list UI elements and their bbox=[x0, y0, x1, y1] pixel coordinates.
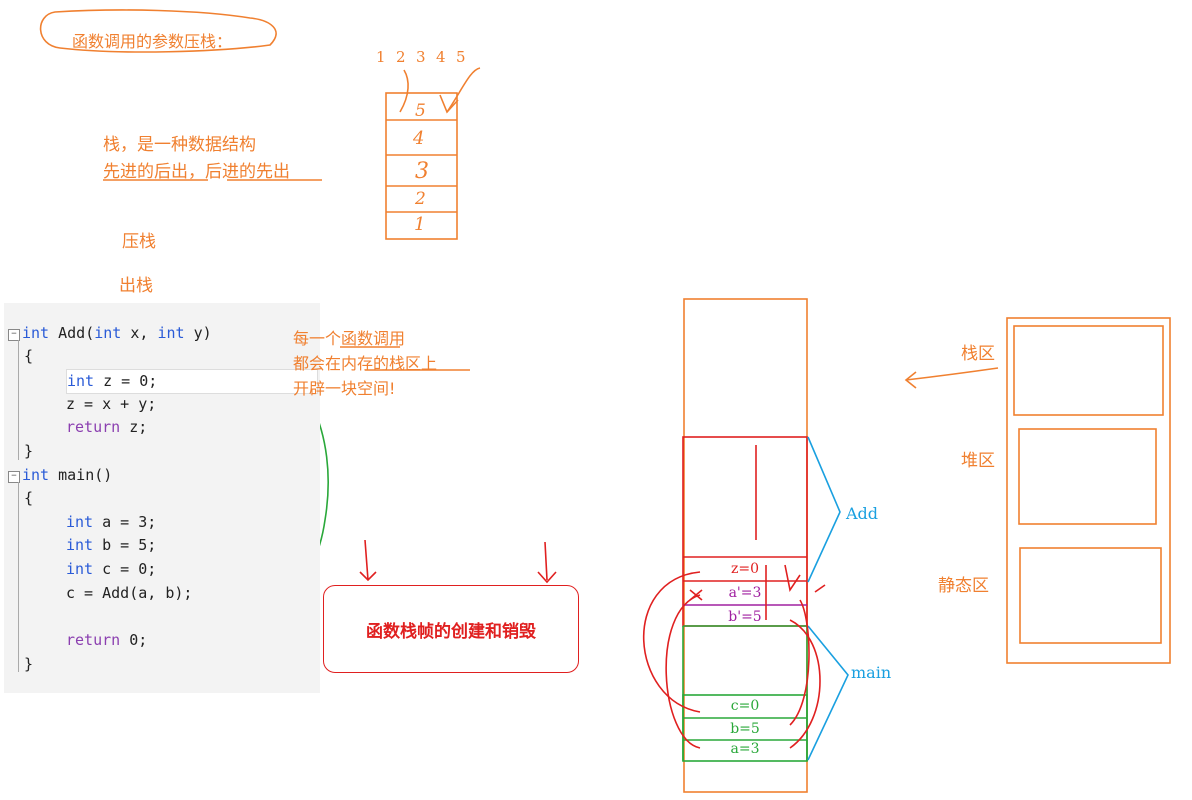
frame-label-add: Add bbox=[846, 504, 879, 523]
code-line-add-signature[interactable]: int Add(int x, int y) bbox=[22, 324, 212, 342]
stack-cell-2: 2 bbox=[415, 189, 426, 209]
add-cell-a: a'=3 bbox=[728, 585, 762, 601]
code-line-call-add[interactable]: c = Add(a, b); bbox=[66, 584, 193, 602]
call-note-line3: 开辟一块空间! bbox=[293, 379, 396, 398]
code-line-open-brace[interactable]: { bbox=[24, 347, 34, 365]
memory-stack-column bbox=[642, 298, 999, 793]
stack-cell-5: 5 bbox=[415, 101, 426, 121]
memory-regions bbox=[1006, 317, 1171, 664]
stack-number-5: 5 bbox=[456, 48, 466, 66]
code-line-int-c[interactable]: int c = 0; bbox=[66, 560, 157, 578]
code-line-int-a[interactable]: int a = 3; bbox=[66, 513, 157, 531]
code-editor-panel: − − int Add(int x, int y) { int z = 0; z… bbox=[4, 303, 320, 693]
small-stack bbox=[385, 67, 481, 240]
fold-toggle-add[interactable]: − bbox=[8, 329, 20, 341]
code-line-main-signature[interactable]: int main() bbox=[22, 466, 113, 484]
add-cell-z: z=0 bbox=[730, 561, 759, 577]
stack-cell-3: 3 bbox=[415, 159, 429, 184]
stack-number-3: 3 bbox=[416, 48, 426, 66]
stack-cell-4: 4 bbox=[413, 128, 425, 149]
region-label-stack: 栈区 bbox=[961, 344, 995, 364]
call-note-line1: 每一个函数调用 bbox=[293, 329, 406, 348]
title-note: 函数调用的参数压栈： bbox=[72, 32, 233, 51]
code-line-return-z[interactable]: return z; bbox=[66, 418, 148, 436]
topic-box: 函数栈帧的创建和销毁 bbox=[323, 585, 579, 673]
stack-number-2: 2 bbox=[396, 48, 406, 66]
pop-label: 出栈 bbox=[119, 276, 153, 296]
call-note-line2: 都会在内存的栈区上 bbox=[293, 354, 438, 373]
fold-guide bbox=[18, 482, 19, 672]
stack-number-4: 4 bbox=[436, 48, 446, 66]
region-label-heap: 堆区 bbox=[961, 451, 995, 471]
stack-definition-line2: 先进的后出，后进的先出 bbox=[103, 162, 290, 182]
code-line-close-brace[interactable]: } bbox=[24, 442, 34, 460]
title-bubble bbox=[39, 9, 277, 53]
main-cell-b: b=5 bbox=[730, 721, 760, 737]
code-line-return-0[interactable]: return 0; bbox=[66, 631, 148, 649]
frame-label-main: main bbox=[851, 663, 892, 682]
code-line-current[interactable]: int z = 0; bbox=[66, 369, 318, 394]
stack-definition-line1: 栈，是一种数据结构 bbox=[103, 135, 256, 155]
code-line-close-brace[interactable]: } bbox=[24, 655, 34, 673]
fold-guide bbox=[18, 340, 19, 460]
add-cell-b: b'=5 bbox=[728, 609, 762, 625]
push-label: 压栈 bbox=[122, 232, 156, 252]
main-cell-c: c=0 bbox=[730, 698, 760, 714]
code-line-open-brace[interactable]: { bbox=[24, 489, 34, 507]
stack-number-1: 1 bbox=[376, 48, 386, 66]
stack-cell-1: 1 bbox=[414, 214, 426, 235]
fold-toggle-main[interactable]: − bbox=[8, 471, 20, 483]
region-label-static: 静态区 bbox=[938, 576, 989, 596]
main-cell-a: a=3 bbox=[730, 741, 760, 757]
code-line-sum[interactable]: z = x + y; bbox=[66, 395, 157, 413]
code-line-int-b[interactable]: int b = 5; bbox=[66, 536, 157, 554]
